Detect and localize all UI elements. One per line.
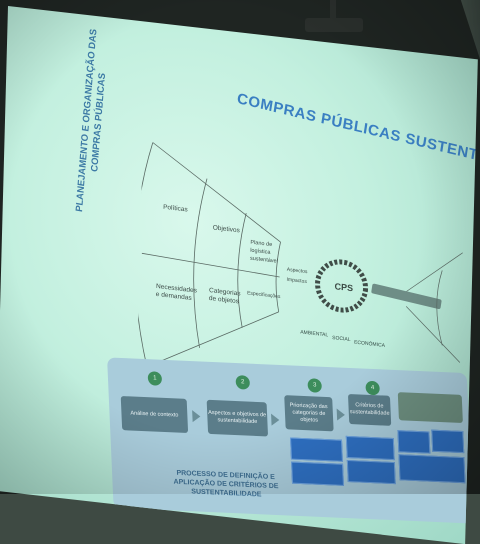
fan-plano: Plano de logística sustentável xyxy=(249,239,278,265)
step-1-number: 1 xyxy=(147,371,163,386)
right-fan xyxy=(405,252,463,363)
projected-slide: COMPRAS PÚBLICAS SUSTENTÁVEIS PLANEJAMEN… xyxy=(0,6,478,544)
criteria-box-6 xyxy=(431,429,465,454)
cps-center: CPS xyxy=(334,281,354,294)
step-2-number: 2 xyxy=(235,375,251,390)
criteria-box-2 xyxy=(291,461,344,486)
step-1-card: Análise de contexto xyxy=(120,396,189,433)
criteria-box-1 xyxy=(290,437,343,462)
pillar-economica: ECONÔMICA xyxy=(354,339,386,349)
arrow-2-icon xyxy=(271,413,280,426)
projector-mount-pole xyxy=(330,0,336,22)
step-3-number: 3 xyxy=(307,378,322,393)
criteria-box-4 xyxy=(346,459,396,485)
criteria-box-7 xyxy=(398,454,466,484)
fan-diagram xyxy=(136,142,281,368)
step-4-card: Critérios de sustentabilidade xyxy=(347,393,392,426)
cps-ring xyxy=(315,259,369,313)
step-4-number: 4 xyxy=(365,380,380,396)
side-title: PLANEJAMENTO E ORGANIZAÇÃO DAS COMPRAS P… xyxy=(73,28,109,213)
step-2-card: Aspectos e objetivos de sustentabilidade xyxy=(206,399,269,437)
arrow-3-icon xyxy=(336,408,346,421)
step-5-card xyxy=(397,392,463,424)
projector-mount xyxy=(305,18,363,32)
criteria-box-5 xyxy=(397,430,431,454)
process-title: PROCESSO DE DEFINIÇÃO E APLICAÇÃO DE CRI… xyxy=(173,469,279,499)
criteria-box-3 xyxy=(345,435,395,461)
arrow-1-icon xyxy=(192,410,201,423)
step-3-card: Priorização das categorias de objetos xyxy=(284,395,334,432)
